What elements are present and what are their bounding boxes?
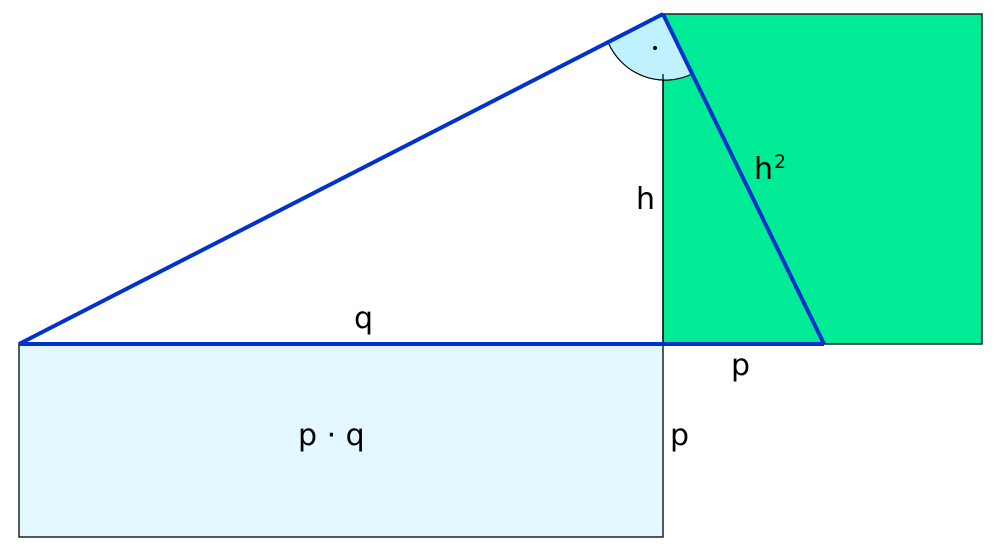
square-h-squared <box>662 13 983 345</box>
label-q: q <box>354 301 373 336</box>
label-p-bottom: p <box>731 348 750 383</box>
label-p-side: p <box>670 418 689 453</box>
label-h-squared-exponent: 2 <box>774 151 786 173</box>
right-angle-dot <box>653 46 657 50</box>
label-p-times-q: p · q <box>298 418 365 453</box>
rectangle-p-times-q <box>18 343 664 538</box>
label-h: h <box>636 182 655 217</box>
triangle-side-left <box>18 12 664 346</box>
label-h-squared: h <box>754 152 773 187</box>
triangle-side-right <box>661 13 826 345</box>
right-angle-arc <box>607 13 693 81</box>
